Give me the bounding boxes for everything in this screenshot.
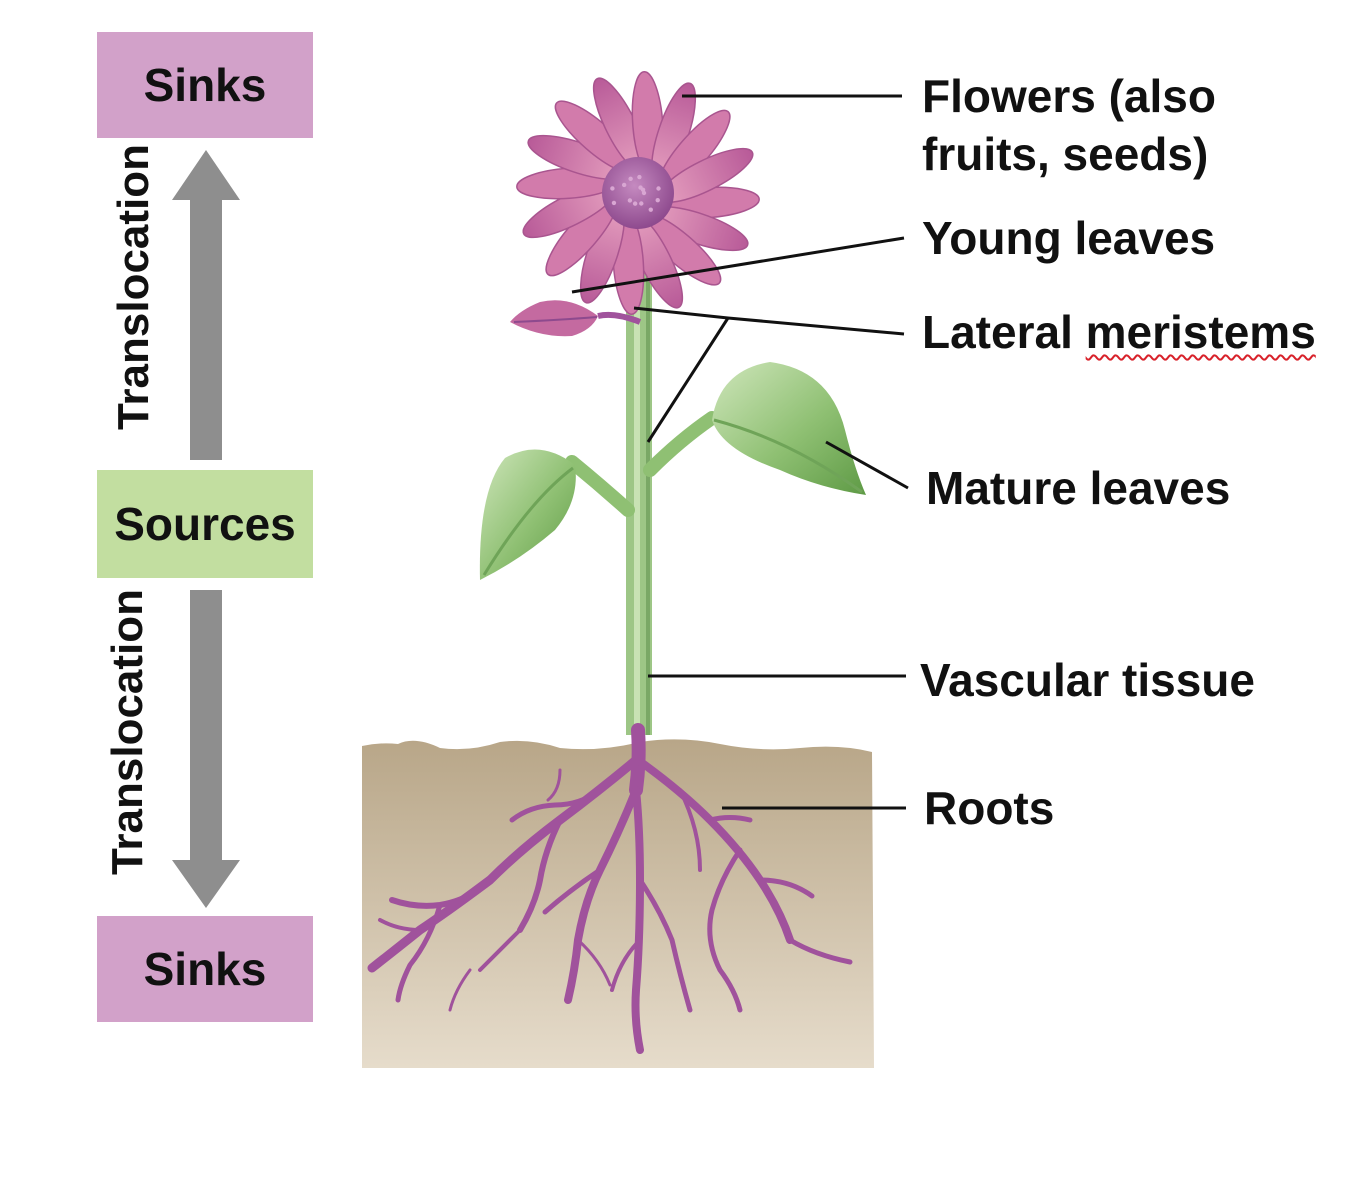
flower-center-dot <box>621 182 627 188</box>
label-roots: Roots <box>924 782 1055 834</box>
leader-lateral-meristems-2 <box>646 317 730 443</box>
sinks-label-top: Sinks <box>143 59 267 111</box>
flower-center-dot <box>632 201 638 206</box>
flower-center-dot <box>648 207 653 212</box>
flower-center-dot <box>639 201 644 206</box>
label-flowers-line2: fruits, seeds) <box>922 128 1209 180</box>
label-lateral-meristems: Lateral meristems <box>922 304 1316 360</box>
sinks-box-bottom: Sinks <box>97 916 313 1022</box>
mature-leaf <box>643 362 866 495</box>
translocation-arrow-down <box>172 590 240 908</box>
flower-center-dot <box>638 185 643 190</box>
sources-label: Sources <box>114 498 296 550</box>
label-lateral-word: Lateral meristems <box>922 306 1316 358</box>
label-young-leaves: Young leaves <box>922 212 1216 264</box>
roots-icon <box>367 723 853 1054</box>
flower-center <box>602 157 674 229</box>
flower-center-dot <box>656 186 661 191</box>
leaf-icon <box>479 449 635 580</box>
flower-center-dot <box>655 198 660 203</box>
leader-mature-leaves <box>825 440 909 490</box>
flower-center-dot <box>627 198 633 203</box>
leader-young-leaves <box>571 236 905 294</box>
young-leaf <box>510 300 642 337</box>
flower-center-dot <box>637 174 642 180</box>
translocation-label-top: Translocation <box>109 143 158 431</box>
leader-lateral-meristems-1 <box>633 306 905 336</box>
flower-center-dot <box>628 176 633 181</box>
sources-box: Sources <box>97 470 313 578</box>
leader-lines <box>571 94 909 810</box>
sinks-box-top: Sinks <box>97 32 313 138</box>
label-lateral-part: Lateral <box>922 306 1086 358</box>
label-flowers-line1: Flowers (also <box>922 70 1216 122</box>
stem <box>626 255 652 735</box>
sinks-label-bottom: Sinks <box>143 943 267 995</box>
label-vascular-tissue: Vascular tissue <box>920 654 1255 706</box>
translocation-arrow-up <box>172 150 240 460</box>
translocation-label-bottom: Translocation <box>103 588 152 876</box>
flower-icon <box>516 71 760 315</box>
flower-center-dot <box>611 200 617 206</box>
label-meristems-part: meristems <box>1085 306 1316 358</box>
flower-center-dot <box>610 186 615 191</box>
label-mature-leaves: Mature leaves <box>926 462 1231 514</box>
